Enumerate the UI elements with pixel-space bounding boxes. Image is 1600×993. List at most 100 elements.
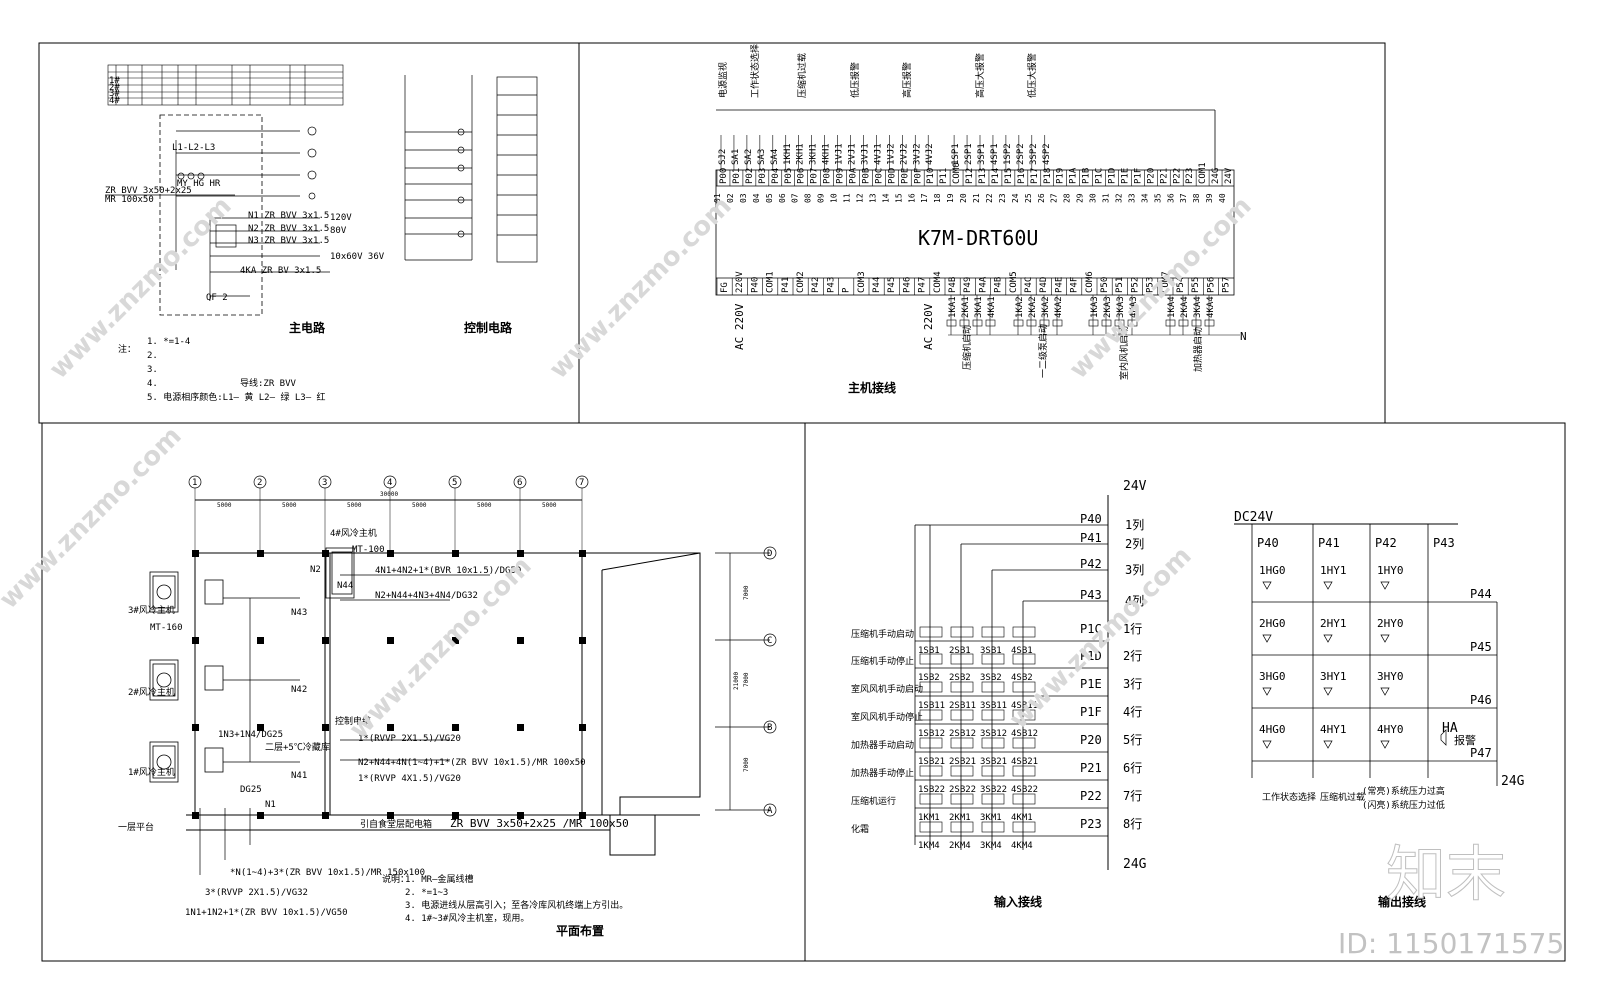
input-row-pin: P23 <box>1080 817 1102 831</box>
top-group-label-3: 压缩机过载 <box>796 53 808 98</box>
plc-input-label: 1SP2 <box>1003 143 1013 165</box>
input-switch-label: 2SB11 <box>949 701 976 711</box>
structural-column <box>452 637 459 644</box>
input-column-label: 2列 <box>1125 537 1144 551</box>
feed-1: 4N1+4N2+1*(BVR 10x1.5)/DG50 <box>375 566 521 576</box>
plc-top-pin: 24G <box>1211 168 1221 184</box>
plc-top-pin: P0E <box>900 168 910 184</box>
plc-bottom-pin: P56 <box>1206 277 1216 293</box>
input-switch-label: 2KM1 <box>949 813 971 823</box>
svg-text:L1-L2-L3: L1-L2-L3 <box>172 143 215 153</box>
plc-output-label: 2KA1 <box>961 296 971 318</box>
input-switch-label: 3SB2 <box>980 673 1002 683</box>
plc-top-pin: P18 <box>1043 168 1053 184</box>
plc-input-label: 3SP1 <box>977 143 987 165</box>
n43-label: N43 <box>291 608 307 618</box>
plc-input-label: 1VJ1 <box>835 143 845 165</box>
input-switch-contact <box>950 653 974 665</box>
input-24g: 24G <box>1123 857 1147 872</box>
plc-pin-number: 01 <box>713 193 722 203</box>
top-group-label-7: 低压大报警 <box>1026 53 1038 98</box>
input-switch-label: 1SB1 <box>918 646 940 656</box>
motor-symbols <box>177 126 317 200</box>
ac-220v-mid: AC 220V <box>922 303 935 350</box>
plc-pin-number: 27 <box>1050 193 1059 203</box>
input-switch-contact <box>981 765 1005 777</box>
right-axis-letters: D C B A <box>767 549 773 816</box>
input-switch-contact <box>981 737 1005 749</box>
plc-top-pin: P13 <box>978 168 988 184</box>
plc-top-pin: P1E <box>1120 168 1130 184</box>
plc-top-pin: COM1 <box>1198 162 1208 184</box>
plc-output-label: 2KA3 <box>1103 296 1113 318</box>
plc-output-label: 2KA2 <box>1028 296 1038 318</box>
output-column-pin: P41 <box>1318 536 1340 550</box>
output-dc24v: DC24V <box>1234 510 1273 525</box>
led-diode <box>1262 740 1272 749</box>
plc-output-label: 1KA1 <box>948 296 958 318</box>
plc-pin-number: 25 <box>1024 193 1033 203</box>
bottom-feed-3: 1N1+1N2+1*(ZR BVV 10x1.5)/VG50 <box>185 908 348 918</box>
plan-note-4: 4. 1#~3#风冷主机室，现用。 <box>405 912 529 924</box>
input-column-pin: P43 <box>1080 588 1102 602</box>
plc-bottom-pin: P44 <box>872 277 882 293</box>
svg-text:80V: 80V <box>330 226 347 236</box>
plc-bottom-pin: P41 <box>781 277 791 293</box>
plc-wiring-panel: P0001P0102P0203P0304P0405P0506P0607P0708… <box>713 44 1247 395</box>
plc-bottom-pin: P46 <box>902 277 912 293</box>
span-dim: 5000 <box>347 502 362 509</box>
structural-column <box>517 637 524 644</box>
input-switch-contact <box>950 793 974 805</box>
plc-output-label: 3KA1 <box>974 296 984 318</box>
relay-coil <box>1101 319 1112 327</box>
axis-letter-C: C <box>767 636 772 646</box>
building-outline <box>186 499 701 856</box>
plc-output-label: 1KA2 <box>1015 296 1025 318</box>
input-switch-label: 2SB12 <box>949 729 976 739</box>
n42-label: N42 <box>291 685 307 695</box>
plc-top-pin: P1F <box>1133 168 1143 184</box>
input-switch-contact <box>950 626 974 638</box>
structural-column <box>322 637 329 644</box>
plc-top-pin: P02 <box>745 168 755 184</box>
plc-pin-number: 39 <box>1205 193 1214 203</box>
panel-frames <box>38 42 1566 962</box>
plc-pin-number: 02 <box>726 193 735 203</box>
plc-bottom-pin: COM2 <box>796 271 806 293</box>
input-switch-label: 2KM4 <box>949 841 971 851</box>
relay-coil <box>1088 319 1099 327</box>
input-switch-contact <box>950 821 974 833</box>
input-row-label: 4行 <box>1123 705 1142 719</box>
note-1: 1. *=1-4 <box>147 337 190 347</box>
plc-input-label: 1KH1 <box>783 143 793 165</box>
plc-bottom-pin: P55 <box>1191 277 1201 293</box>
plc-body <box>715 109 1235 296</box>
structural-column <box>387 724 394 731</box>
input-row-description: 压缩机手动停止 <box>851 655 914 667</box>
plc-model: K7M-DRT60U <box>918 226 1038 250</box>
svg-text:MR 100x50: MR 100x50 <box>105 195 154 205</box>
relay-coil <box>1127 319 1138 327</box>
output-led-label: 3HY0 <box>1377 670 1404 683</box>
equipment-table <box>107 64 344 106</box>
axis-letter-A: A <box>767 806 773 816</box>
relay-coil <box>1165 319 1176 327</box>
relay-coil <box>1114 319 1125 327</box>
plc-bottom-pin: P45 <box>887 277 897 293</box>
plc-top-pin: P12 <box>965 168 975 184</box>
input-row-label: 6行 <box>1123 761 1142 775</box>
input-switch-label: 1SB2 <box>918 673 940 683</box>
plc-output-label: 4KA3 <box>1129 296 1139 318</box>
output-row-pin: P47 <box>1470 746 1492 760</box>
led-diode <box>1323 740 1333 749</box>
input-switch-label: 3KM4 <box>980 841 1002 851</box>
output-led-label: 4HY1 <box>1320 723 1347 736</box>
main-circuit-labels: L1-L2-L3 MY HG HR ZR BVV 3x50+2x25 MR 10… <box>105 143 385 303</box>
plc-input-group-labels: 电源监视 工作状态选择 压缩机过载 低压报警 高压报警 高压大报警 低压大报警 <box>717 44 1038 98</box>
input-switch-contact <box>919 793 943 805</box>
led-diode <box>1380 740 1390 749</box>
plc-bottom-pin: P50 <box>1100 277 1110 293</box>
plc-top-pin: P06 <box>797 168 807 184</box>
